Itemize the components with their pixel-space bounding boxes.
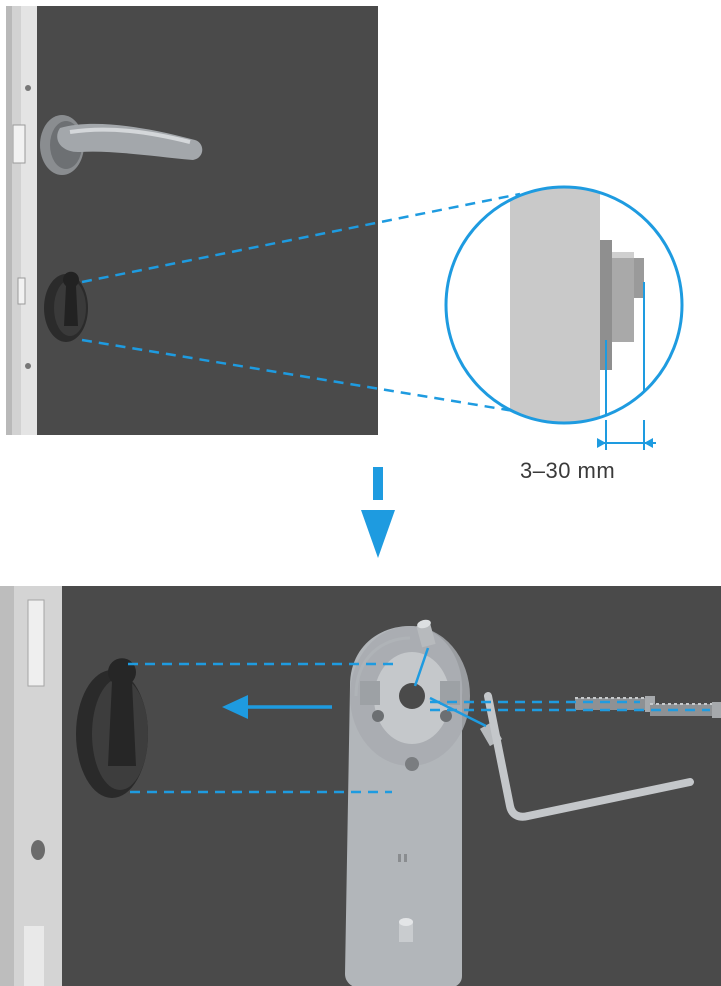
hex-key — [484, 692, 694, 821]
zoom-projection-upper — [81, 192, 521, 284]
zoom-circle — [444, 185, 684, 425]
long-screw-2 — [650, 702, 721, 718]
door-handle — [57, 123, 203, 160]
set-screw-top — [416, 619, 436, 648]
top-door-illustration — [6, 6, 684, 500]
mounting-plate — [345, 626, 470, 986]
thickness-measurement-label: 3–30 mm — [520, 458, 616, 483]
arrow-left-icon — [222, 695, 332, 719]
zoom-projection-lower — [81, 338, 521, 414]
arrow-down-icon-head — [361, 510, 395, 558]
bottom-installation-illustration — [0, 586, 721, 986]
door-panel-top — [37, 6, 378, 435]
zoom-door-section — [510, 187, 600, 423]
arrow-down-icon — [373, 467, 383, 500]
